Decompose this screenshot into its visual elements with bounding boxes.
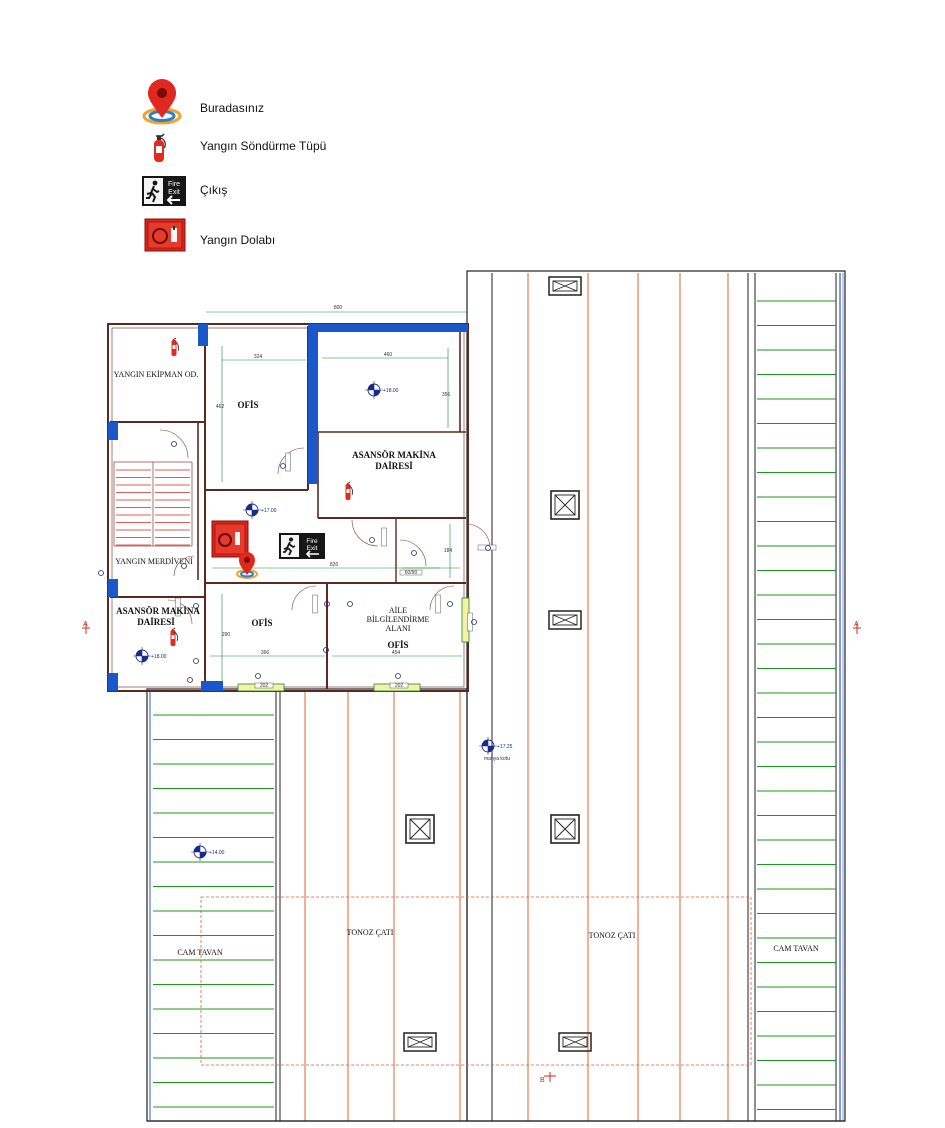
svg-text:ASANSÖR MAKİNA: ASANSÖR MAKİNA	[116, 606, 200, 616]
fire-exit-sign-icon: Fire Exit	[142, 176, 186, 206]
svg-text:324: 324	[254, 354, 263, 360]
svg-text:DAİRESİ: DAİRESİ	[375, 461, 413, 471]
location-pin-icon	[236, 552, 258, 579]
door-tags	[175, 452, 497, 689]
svg-text:202: 202	[260, 683, 269, 689]
vault-roof-label: TONOZ ÇATI	[589, 931, 636, 940]
section-marks: A A B	[82, 621, 861, 1084]
svg-text:Fire: Fire	[168, 181, 180, 188]
svg-text:OFİS: OFİS	[387, 640, 408, 650]
svg-text:BİLGİLENDİRME: BİLGİLENDİRME	[367, 615, 430, 624]
fire-stair	[113, 461, 193, 547]
fire-extinguisher-icon	[345, 481, 353, 501]
legend-extinguisher-label: Yangın Söndürme Tüpü	[200, 139, 327, 153]
svg-text:+14.00: +14.00	[209, 850, 225, 856]
legend-you-are-here-label: Buradasınız	[200, 101, 265, 115]
glass-ceiling-label: CAM TAVAN	[773, 944, 819, 953]
roof-area	[146, 270, 846, 1122]
svg-text:+18.00: +18.00	[151, 654, 167, 660]
fire-extinguisher-icon	[170, 627, 178, 647]
svg-text:290: 290	[222, 632, 231, 638]
sprinkler-markers	[98, 441, 491, 683]
legend-fire-cabinet	[144, 218, 186, 252]
legend-exit: Fire Exit	[142, 176, 186, 206]
skylights	[403, 276, 592, 1052]
legend-extinguisher	[148, 132, 170, 164]
fire-cabinet-icon	[144, 218, 186, 252]
svg-text:Exit: Exit	[168, 189, 180, 196]
svg-text:462: 462	[216, 404, 225, 410]
svg-text:+18.00: +18.00	[383, 388, 399, 394]
vault-roof-label: TONOZ ÇATI	[347, 928, 394, 937]
office-top-label: OFİS	[237, 400, 258, 410]
office-bottom-left-label: OFİS	[251, 618, 272, 628]
svg-text:B: B	[540, 1077, 545, 1084]
fire-extinguisher-icon	[154, 133, 166, 162]
svg-text:202: 202	[395, 683, 404, 689]
fire-exit-sign-icon: Fire Exit	[279, 533, 325, 559]
svg-text:454: 454	[392, 650, 401, 656]
dimension-lines	[206, 311, 468, 682]
dimension-text: 800 324 460 462 356 826 366 454 290 184 …	[216, 305, 453, 689]
svg-text:800: 800	[334, 305, 343, 311]
svg-text:ASANSÖR MAKİNA: ASANSÖR MAKİNA	[352, 450, 436, 460]
svg-text:mahya kotu: mahya kotu	[484, 756, 510, 762]
fire-cabinet-icon	[211, 520, 249, 558]
svg-text:Exit: Exit	[307, 545, 318, 552]
glass-ceiling-label: CAM TAVAN	[177, 948, 223, 957]
room-labels: YANGIN EKİPMAN OD. OFİS ASANSÖR MAKİNA D…	[114, 370, 819, 957]
svg-text:A: A	[854, 621, 859, 628]
svg-text:460: 460	[384, 352, 393, 358]
svg-text:DAİRESİ: DAİRESİ	[137, 617, 175, 627]
door-swings	[159, 429, 491, 625]
fire-extinguisher-icon	[171, 337, 179, 357]
svg-text:Fire: Fire	[306, 538, 318, 545]
svg-text:356: 356	[442, 392, 451, 398]
svg-text:60/90: 60/90	[405, 570, 418, 576]
svg-text:ALANI: ALANI	[386, 624, 411, 633]
glass-ceiling-right	[757, 300, 836, 1110]
svg-text:826: 826	[330, 562, 339, 568]
location-pin-icon	[142, 79, 182, 125]
svg-text:+17.25: +17.25	[497, 744, 513, 750]
svg-text:184: 184	[444, 548, 453, 554]
legend-fire-cabinet-label: Yangın Dolabı	[200, 233, 276, 247]
glass-ceiling-left	[149, 692, 274, 1121]
svg-text:366: 366	[261, 650, 270, 656]
blue-walls	[108, 324, 468, 691]
windows	[237, 597, 470, 692]
svg-text:A: A	[83, 621, 88, 628]
legend-you-are-here	[140, 78, 184, 126]
level-markers: +18.00 +17.00 +18.00 +17.25 mahya kotu +…	[132, 380, 513, 862]
equipment-room-label: YANGIN EKİPMAN OD.	[114, 370, 199, 379]
svg-text:+17.00: +17.00	[261, 508, 277, 514]
legend-exit-label: Çıkış	[200, 183, 228, 197]
svg-text:AİLE: AİLE	[389, 606, 407, 615]
fire-stair-label: YANGIN MERDİVENİ	[115, 557, 193, 566]
building-walls	[107, 323, 469, 692]
